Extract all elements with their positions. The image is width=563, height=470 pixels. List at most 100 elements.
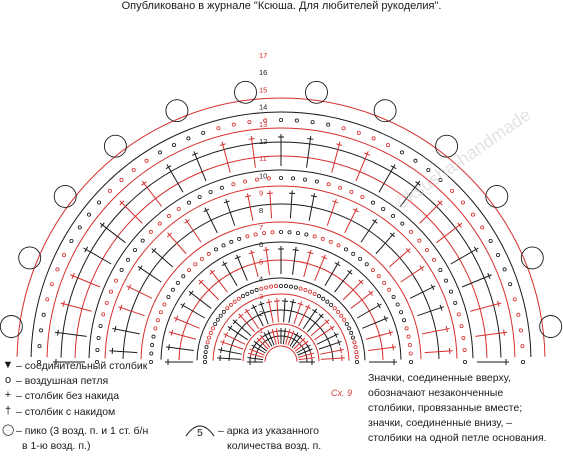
row-number: 5 bbox=[259, 257, 263, 266]
chain-dot bbox=[119, 267, 124, 272]
chain-dot bbox=[104, 300, 109, 305]
chain-dot bbox=[247, 120, 252, 125]
chain-dot bbox=[95, 359, 100, 364]
stitch-mark bbox=[191, 152, 198, 156]
chain-dot bbox=[269, 284, 274, 289]
stitch-mark bbox=[368, 290, 373, 296]
chain-dot bbox=[438, 267, 443, 272]
chain-dot bbox=[408, 351, 413, 356]
row-number: 6 bbox=[259, 240, 263, 249]
chain-dot bbox=[387, 287, 392, 292]
chain-dot bbox=[400, 221, 405, 226]
chain-dot bbox=[332, 306, 337, 311]
chain-dot bbox=[288, 284, 293, 289]
chain-dot bbox=[349, 190, 354, 195]
chain-dot bbox=[215, 317, 220, 322]
chain-dot bbox=[308, 289, 313, 294]
chain-dot bbox=[186, 200, 191, 205]
stitch-mark bbox=[218, 349, 242, 355]
stitch-mark bbox=[337, 339, 341, 346]
stitch-mark bbox=[259, 301, 269, 325]
chain-dot bbox=[460, 200, 465, 205]
stitch-mark bbox=[415, 181, 421, 186]
chain-dot bbox=[408, 359, 413, 364]
chain-dot bbox=[175, 280, 180, 285]
chain-dot bbox=[413, 158, 418, 163]
chain-dot bbox=[278, 118, 283, 123]
chain-dot bbox=[87, 212, 92, 217]
stitch-mark bbox=[209, 270, 215, 275]
stitch-mark bbox=[174, 315, 179, 322]
legend-single-crochet: – столбик без накида bbox=[16, 390, 120, 402]
chain-dot bbox=[41, 312, 46, 317]
stitch-mark bbox=[350, 290, 374, 309]
note-line-2: обозначают незаконченные bbox=[368, 387, 504, 399]
stitch-mark bbox=[222, 261, 238, 287]
scallop-arc bbox=[234, 80, 257, 104]
stitch-mark bbox=[503, 329, 505, 336]
stitch-mark bbox=[417, 306, 445, 317]
row-number: 14 bbox=[259, 103, 267, 112]
chain-dot bbox=[326, 182, 331, 187]
stitch-mark bbox=[236, 254, 248, 281]
chain-dot bbox=[287, 230, 292, 235]
stitch-mark bbox=[223, 333, 246, 345]
stitch-mark bbox=[141, 181, 147, 186]
chain-dot bbox=[249, 289, 254, 294]
stitch-mark bbox=[297, 302, 304, 306]
slip-stitch-symbol: ▼ bbox=[2, 359, 14, 371]
chain-dot bbox=[356, 130, 361, 135]
note-line-3: столбики, провязанные вместе; bbox=[368, 402, 523, 414]
stitch-mark bbox=[204, 207, 218, 234]
chain-dot bbox=[310, 120, 315, 125]
figure-label: Сх. 9 bbox=[331, 388, 353, 398]
stitch-mark bbox=[334, 269, 353, 293]
chain-dot bbox=[381, 207, 386, 212]
stitch-mark bbox=[436, 222, 463, 244]
stitch-mark bbox=[220, 340, 244, 350]
chain-dot bbox=[55, 267, 60, 272]
chain-dot bbox=[95, 347, 100, 352]
stitch-mark bbox=[193, 151, 207, 182]
chain-dot bbox=[61, 252, 66, 257]
chain-dot bbox=[404, 326, 409, 331]
stitch-mark bbox=[180, 303, 206, 319]
chain-dot bbox=[77, 225, 82, 230]
chain-dot bbox=[205, 340, 210, 345]
stitch-spokes bbox=[37, 118, 526, 365]
stitch-mark bbox=[268, 299, 274, 323]
stitch-mark bbox=[324, 319, 330, 325]
chain-dot bbox=[278, 229, 283, 234]
stitch-mark bbox=[405, 247, 411, 254]
chain-dot bbox=[456, 312, 461, 317]
chain-symbol: o bbox=[4, 374, 12, 386]
stitch-mark bbox=[307, 138, 314, 140]
stitch-mark bbox=[424, 350, 453, 354]
chain-dot bbox=[210, 326, 215, 331]
chain-dot bbox=[382, 280, 387, 285]
chain-dot bbox=[219, 185, 224, 190]
stitch-mark bbox=[392, 344, 394, 351]
chain-dot bbox=[39, 328, 44, 333]
chain-dot bbox=[480, 225, 485, 230]
chain-dot bbox=[291, 176, 296, 181]
round-arc bbox=[122, 203, 440, 359]
stitch-mark bbox=[109, 350, 138, 354]
chain-dot bbox=[386, 142, 391, 147]
chain-dot bbox=[521, 359, 526, 364]
scallop-arc bbox=[18, 246, 42, 270]
scallop-arc bbox=[520, 246, 544, 270]
stitch-mark bbox=[318, 313, 324, 319]
stitch-mark bbox=[336, 143, 343, 146]
chain-dot bbox=[203, 355, 208, 360]
chain-dot bbox=[229, 239, 234, 244]
round-arc bbox=[264, 345, 298, 362]
scallop-arc bbox=[373, 99, 397, 123]
chain-dot bbox=[158, 310, 163, 315]
chain-dot bbox=[264, 285, 269, 290]
stitch-mark bbox=[225, 198, 236, 226]
stitch-mark bbox=[71, 272, 75, 279]
chain-dot bbox=[326, 122, 331, 127]
chain-dot bbox=[107, 188, 112, 193]
